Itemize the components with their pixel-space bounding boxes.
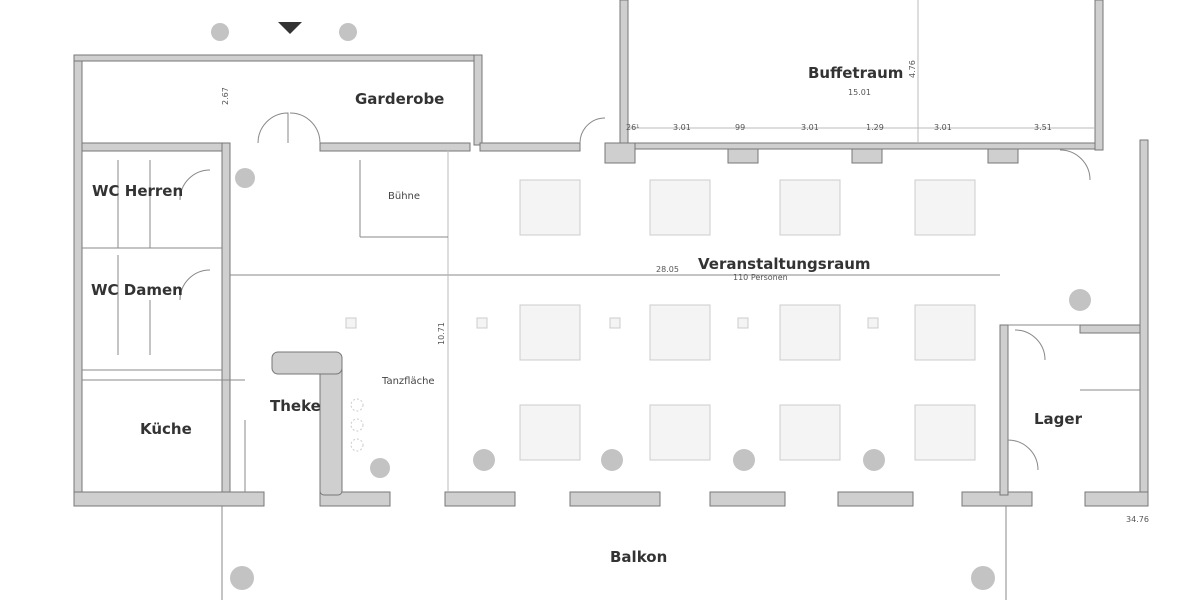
dim-entrance-depth: 2.67 bbox=[221, 87, 230, 105]
capacity-label: 110 Personen bbox=[733, 273, 788, 282]
room-label-tanzflaeche: Tanzfläche bbox=[381, 376, 435, 387]
entrance-arrow-icon bbox=[278, 22, 302, 34]
walls bbox=[73, 0, 1149, 507]
plants bbox=[211, 23, 1091, 590]
dim-hall-depth: 10.71 bbox=[437, 322, 446, 345]
room-label-wc-herren: WC Herren bbox=[92, 182, 183, 200]
room-label-lager: Lager bbox=[1034, 410, 1083, 428]
room-label-buffetraum: Buffetraum bbox=[808, 64, 903, 82]
dim-buffet-depth: 4.76 bbox=[908, 60, 917, 78]
room-label-kueche: Küche bbox=[140, 420, 192, 438]
dim-seg3: 99 bbox=[735, 123, 745, 132]
doors bbox=[179, 112, 1091, 471]
dim-total-width: 34.76 bbox=[1126, 515, 1149, 524]
dim-seg2: 3.01 bbox=[673, 123, 691, 132]
room-label-buehne: Bühne bbox=[388, 191, 420, 202]
dim-seg4: 3.01 bbox=[801, 123, 819, 132]
dim-seg6: 3.01 bbox=[934, 123, 952, 132]
dim-seg7: 3.51 bbox=[1034, 123, 1052, 132]
room-label-wc-damen: WC Damen bbox=[91, 281, 183, 299]
room-label-garderobe: Garderobe bbox=[355, 90, 444, 108]
dim-buffet-width: 15.01 bbox=[848, 88, 871, 97]
tables bbox=[345, 179, 976, 461]
room-label-veranstaltungsraum: Veranstaltungsraum bbox=[698, 255, 871, 273]
interior-lines bbox=[82, 0, 1140, 600]
dim-hall-width: 28.05 bbox=[656, 265, 679, 274]
room-label-theke: Theke bbox=[270, 397, 321, 415]
dim-seg1: 26¹ bbox=[626, 123, 639, 132]
room-label-balkon: Balkon bbox=[610, 548, 667, 566]
dim-seg5: 1.29 bbox=[866, 123, 884, 132]
